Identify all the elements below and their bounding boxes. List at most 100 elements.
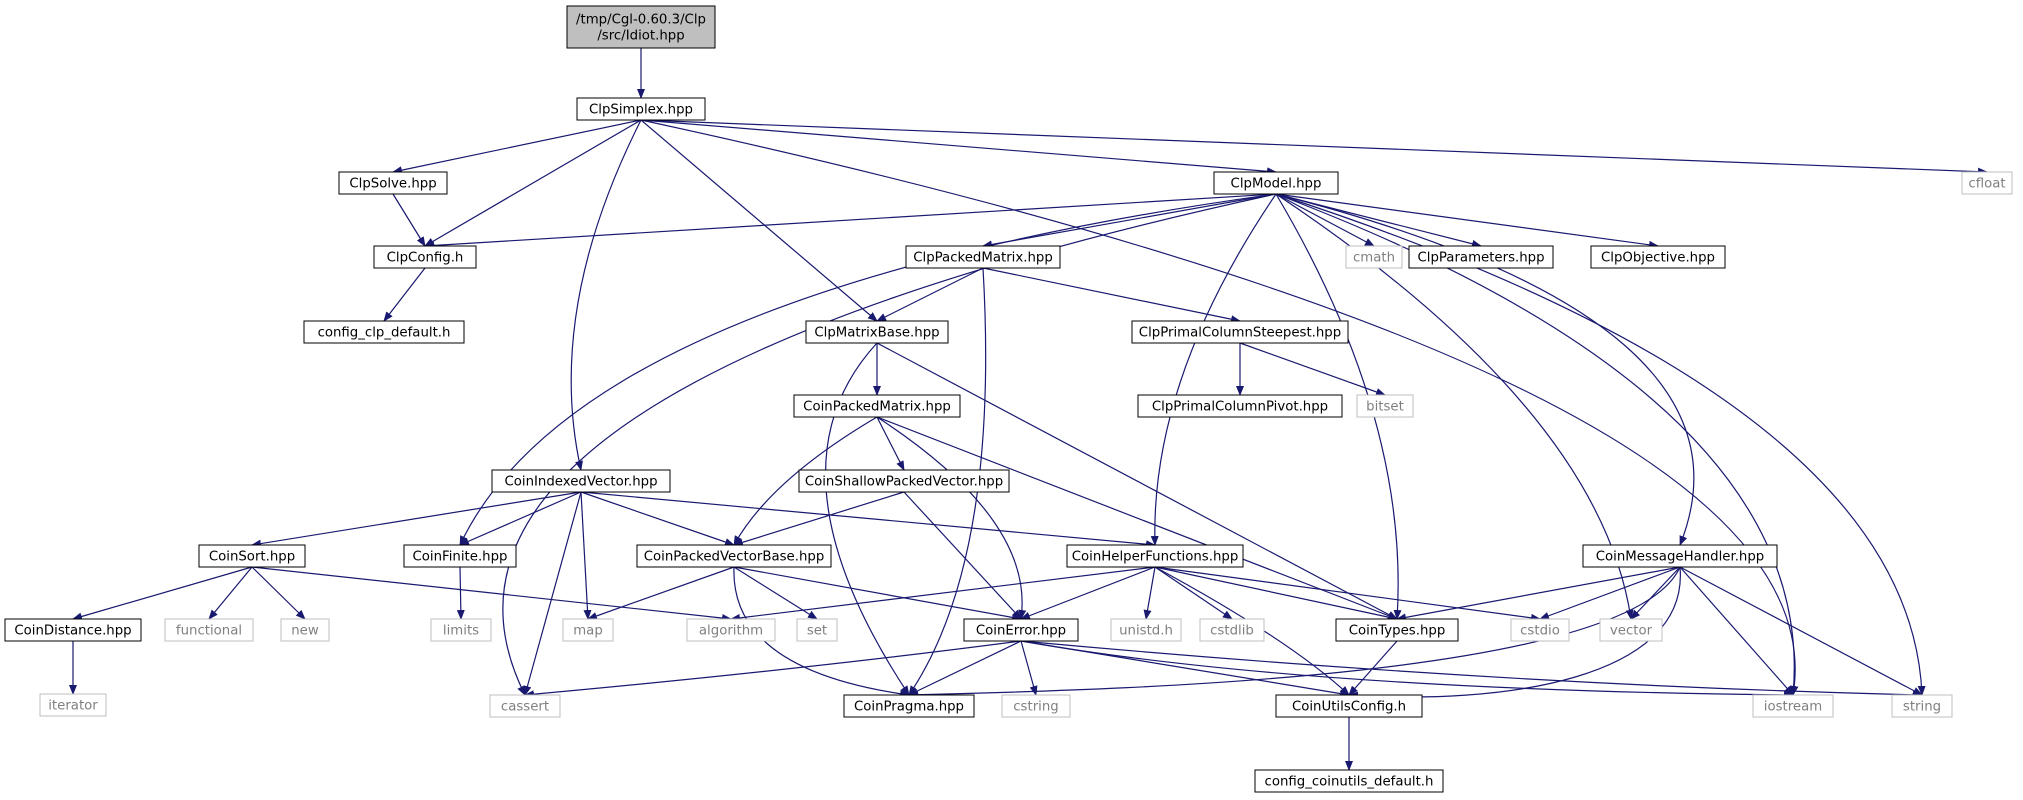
node-CoinPackedMatrix[interactable]: CoinPackedMatrix.hpp xyxy=(793,394,961,418)
node-config_clp_default[interactable]: config_clp_default.h xyxy=(303,320,465,344)
edge-CoinPackedMatrix-to-CoinPackedVectorBase xyxy=(733,416,878,546)
node-functional: functional xyxy=(164,618,254,642)
edge-CoinIndexedVector-to-CoinSort xyxy=(251,491,582,548)
node-box xyxy=(686,618,776,642)
node-CoinDistance[interactable]: CoinDistance.hpp xyxy=(4,618,142,642)
node-iterator: iterator xyxy=(39,693,107,717)
node-label: ClpSolve.hpp xyxy=(349,177,436,192)
edge-CoinMessageHandler-to-vector xyxy=(1630,566,1681,620)
node-ClpParameters[interactable]: ClpParameters.hpp xyxy=(1408,245,1554,269)
edge-ClpModel-to-CoinHelperFunctions xyxy=(1150,193,1277,546)
node-label: map xyxy=(573,624,603,639)
edge-CoinMessageHandler-to-string xyxy=(1679,566,1923,696)
edge-CoinMessageHandler-to-iostream xyxy=(1679,566,1794,696)
node-box xyxy=(905,245,1061,269)
edge-ClpPackedMatrix-to-CoinPragma xyxy=(908,267,987,696)
node-limits: limits xyxy=(430,618,492,642)
edge-ClpSimplex-to-cfloat xyxy=(640,119,1988,176)
node-label: ClpMatrixBase.hpp xyxy=(814,326,939,341)
node-CoinPackedVectorBase[interactable]: CoinPackedVectorBase.hpp xyxy=(636,544,832,568)
node-label: CoinUtilsConfig.h xyxy=(1292,700,1406,715)
edge-CoinMessageHandler-to-CoinTypes xyxy=(1396,566,1681,622)
node-CoinShallowPackedVector[interactable]: CoinShallowPackedVector.hpp xyxy=(798,469,1010,493)
node-CoinTypes[interactable]: CoinTypes.hpp xyxy=(1335,618,1459,642)
node-box xyxy=(1199,618,1265,642)
edge-ClpMatrixBase-to-CoinTypes xyxy=(876,342,1398,620)
edge-ClpModel-to-ClpPackedMatrix xyxy=(982,193,1277,249)
edge-ClpModel-to-ClpObjective xyxy=(1275,193,1659,249)
node-box xyxy=(164,618,254,642)
node-CoinError[interactable]: CoinError.hpp xyxy=(963,618,1079,642)
edge-ClpSolve-to-ClpConfig xyxy=(392,193,426,247)
node-label: CoinIndexedVector.hpp xyxy=(504,475,657,490)
node-CoinPragma[interactable]: CoinPragma.hpp xyxy=(843,694,975,718)
node-root[interactable]: /tmp/Cgl-0.60.3/Clp/src/Idiot.hpp xyxy=(566,5,716,49)
edge-CoinHelperFunctions-to-CoinUtilsConfig xyxy=(1154,566,1350,696)
edge-CoinIndexedVector-to-CoinHelperFunctions xyxy=(580,491,1156,549)
edge-ClpSimplex-to-ClpModel xyxy=(640,119,1277,176)
node-box xyxy=(1110,618,1182,642)
edge-CoinError-to-cstring xyxy=(1020,640,1038,696)
node-string: string xyxy=(1891,694,1953,718)
edge-ClpConfig-to-config_clp_default xyxy=(383,267,426,322)
node-CoinMessageHandler[interactable]: CoinMessageHandler.hpp xyxy=(1582,544,1778,568)
node-box xyxy=(280,618,330,642)
node-label: ClpPackedMatrix.hpp xyxy=(913,251,1053,266)
node-box xyxy=(338,171,448,195)
node-box xyxy=(1891,694,1953,718)
node-label: CoinTypes.hpp xyxy=(1349,624,1446,639)
node-label: bitset xyxy=(1366,400,1404,415)
node-label: string xyxy=(1903,700,1941,715)
node-box xyxy=(430,618,492,642)
node-ClpObjective[interactable]: ClpObjective.hpp xyxy=(1590,245,1726,269)
edge-ClpSimplex-to-ClpSolve xyxy=(392,119,642,175)
node-box xyxy=(1590,245,1726,269)
node-CoinSort[interactable]: CoinSort.hpp xyxy=(198,544,306,568)
node-label: CoinHelperFunctions.hpp xyxy=(1072,550,1239,565)
node-box xyxy=(373,245,477,269)
edge-CoinPackedVectorBase-to-CoinError xyxy=(733,566,1022,622)
node-box xyxy=(562,618,614,642)
node-ClpSolve[interactable]: ClpSolve.hpp xyxy=(338,171,448,195)
edge-CoinIndexedVector-to-CoinPackedVectorBase xyxy=(580,491,735,546)
node-ClpPackedMatrix[interactable]: ClpPackedMatrix.hpp xyxy=(905,245,1061,269)
node-label: CoinShallowPackedVector.hpp xyxy=(805,475,1003,490)
edge-CoinSort-to-functional xyxy=(208,566,253,620)
node-box xyxy=(1582,544,1778,568)
node-label: config_coinutils_default.h xyxy=(1265,775,1434,790)
node-label: set xyxy=(807,624,827,639)
edge-ClpSimplex-to-iostream xyxy=(640,119,1799,696)
node-ClpConfig[interactable]: ClpConfig.h xyxy=(373,245,477,269)
node-label: functional xyxy=(176,624,242,639)
node-label: config_clp_default.h xyxy=(318,326,451,341)
node-ClpPrimalColumnPivot[interactable]: ClpPrimalColumnPivot.hpp xyxy=(1137,394,1343,418)
node-ClpPrimalColumnSteepest[interactable]: ClpPrimalColumnSteepest.hpp xyxy=(1131,320,1349,344)
edge-CoinSort-to-algorithm xyxy=(251,566,732,623)
edge-CoinPackedVectorBase-to-CoinPragma xyxy=(733,566,910,698)
edge-CoinError-to-iostream xyxy=(1020,640,1794,699)
node-box xyxy=(1254,769,1444,793)
node-box xyxy=(1345,245,1403,269)
node-label: /tmp/Cgl-0.60.3/Clp xyxy=(576,13,706,28)
edge-CoinSort-to-CoinDistance xyxy=(72,566,253,621)
node-CoinHelperFunctions[interactable]: CoinHelperFunctions.hpp xyxy=(1066,544,1244,568)
node-ClpSimplex[interactable]: ClpSimplex.hpp xyxy=(576,97,706,121)
edge-CoinHelperFunctions-to-unistd xyxy=(1143,566,1156,620)
node-CoinUtilsConfig[interactable]: CoinUtilsConfig.h xyxy=(1275,694,1423,718)
edge-CoinError-to-string xyxy=(1020,640,1923,699)
node-CoinFinite[interactable]: CoinFinite.hpp xyxy=(403,544,517,568)
node-box xyxy=(1961,171,2013,195)
node-ClpModel[interactable]: ClpModel.hpp xyxy=(1213,171,1339,195)
node-box xyxy=(793,394,961,418)
edge-CoinPackedMatrix-to-CoinError xyxy=(876,416,1027,620)
edges xyxy=(69,48,1988,771)
edge-CoinFinite-to-limits xyxy=(456,566,465,620)
node-config_coinutils_default[interactable]: config_coinutils_default.h xyxy=(1254,769,1444,793)
node-ClpMatrixBase[interactable]: ClpMatrixBase.hpp xyxy=(805,320,949,344)
node-CoinIndexedVector[interactable]: CoinIndexedVector.hpp xyxy=(491,469,671,493)
node-box xyxy=(303,320,465,344)
node-box xyxy=(1213,171,1339,195)
node-label: ClpPrimalColumnPivot.hpp xyxy=(1152,400,1328,415)
node-box xyxy=(491,469,671,493)
